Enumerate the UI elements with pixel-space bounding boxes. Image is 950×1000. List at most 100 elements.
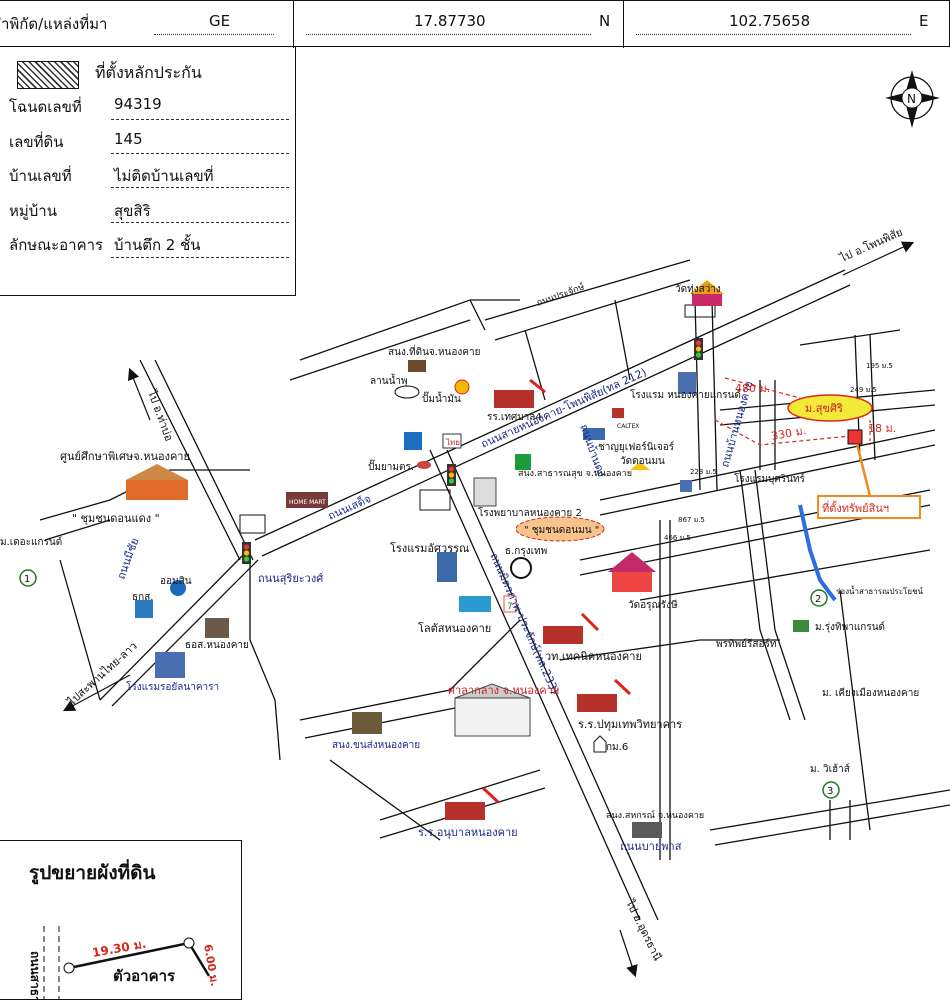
info-label-house-no: บ้านเลขที่ xyxy=(9,167,72,185)
coop-office-icon xyxy=(632,822,662,838)
hotel-busarin-icon xyxy=(680,480,692,492)
distance-line-480 xyxy=(724,377,801,399)
label-wat-arun: วัดอรุณรังษี xyxy=(628,599,678,611)
seven-eleven-icon xyxy=(503,595,517,613)
header-lon-cell: 102.75658 E xyxy=(624,1,950,48)
label-house-867: 867 ม.5 xyxy=(678,516,705,524)
coord-source: GE xyxy=(209,12,231,30)
info-value-building: บ้านตึก 2 ชั้น xyxy=(114,236,201,254)
label-ghb: ธอส.หนองคาย xyxy=(185,640,249,651)
transport-office-icon xyxy=(352,712,382,734)
baac-icon xyxy=(135,600,153,618)
label-police-gas: ปั๊มยามตร. xyxy=(368,459,414,473)
traffic-light-icon xyxy=(447,464,456,486)
lotus-icon xyxy=(459,596,491,612)
traffic-light-icon xyxy=(694,338,703,360)
collateral-legend-swatch xyxy=(17,61,79,89)
hospital-building-icon xyxy=(473,477,497,507)
gas-tank-icon xyxy=(417,461,431,469)
detail-road-label: ถนนสาธารณะ xyxy=(28,951,42,1000)
city-hall-icon xyxy=(454,683,531,737)
label-royal-nakara: โรงแรมรอยัลนาคารา xyxy=(126,680,219,693)
dashed-line xyxy=(111,257,289,258)
furniture-store-icon xyxy=(583,428,605,440)
label-hotel-aswan: โรงแรมอัศวรรณ xyxy=(390,541,469,555)
underline xyxy=(306,34,591,35)
dashed-line xyxy=(111,153,289,154)
label-technical-college: วท.เทคนิคหนองคาย xyxy=(545,650,642,663)
label-m-vi-house: ม. วิเฮ้าส์ xyxy=(810,763,850,775)
marker-3 xyxy=(822,781,840,799)
info-label-land-no: เลขที่ดิน xyxy=(9,133,64,151)
dashed-line xyxy=(111,222,289,223)
header-lat-cell: 17.87730 N xyxy=(294,1,624,48)
school-icon xyxy=(494,378,546,408)
marker-1-number: 1 xyxy=(24,574,30,585)
arrow-to-phon-phisai xyxy=(842,241,915,276)
label-house-195: 195 ม.5 xyxy=(866,362,893,370)
info-label-village: หมู่บ้าน xyxy=(9,202,57,220)
label-bangkok-bank: ธ.กรุงเทพ xyxy=(505,546,547,557)
label-subject-property: ที่ตั้งทรัพย์สินฯ xyxy=(822,500,889,515)
m-suksiri-badge xyxy=(787,394,873,422)
label-km6: กม.6 xyxy=(606,742,628,753)
label-transport-office: สนง.ขนส่งหนองคาย xyxy=(332,740,420,751)
shell-petrol-icon xyxy=(454,379,470,395)
label-distance-480: 480 ม. xyxy=(735,382,770,395)
subject-property-box xyxy=(817,495,921,519)
label-coop: สนง.สหกรณ์ จ.หนองคาย xyxy=(606,809,704,821)
label-meechai-road: ถนนมีชัย xyxy=(115,536,142,581)
label-chumchon-don-mon: " ชุมชนดอนมน " xyxy=(524,525,599,536)
header-source-cell: ำพิกัด/แหล่งที่มา GE xyxy=(0,1,294,48)
arrow-to-tha-bo xyxy=(127,367,151,421)
technical-college-icon xyxy=(543,612,600,644)
label-hospital2: โรงพยาบาลหนองคาย 2 xyxy=(478,506,582,519)
km6-marker-icon xyxy=(593,735,607,753)
temple-icon xyxy=(608,552,656,592)
label-m-khiang-mueang: ม. เคียงเมืองหนองคาย xyxy=(822,687,919,699)
marker-2 xyxy=(810,589,828,607)
special-edu-center-icon xyxy=(126,464,188,500)
fountain-icon xyxy=(394,385,420,399)
marker-2-number: 2 xyxy=(815,594,821,605)
label-wat-thung-sawang: วัดทุ่งสว่าง xyxy=(675,284,721,295)
info-value-land-no: 145 xyxy=(114,130,143,148)
dashed-line xyxy=(111,119,289,120)
label-suriyawong-road: ถนนสุริยะวงศ์ xyxy=(258,572,323,585)
label-sadet-road: ถนนเสด็จ xyxy=(326,491,374,522)
land-detail-box: รูปขยายผังที่ดิน ถนนสาธารณะ 19.30 ม. 6.0… xyxy=(0,840,242,1000)
label-thai-bank: ไทย xyxy=(445,438,460,447)
longitude-value: 102.75658 xyxy=(729,12,811,30)
label-to-tha-bo: ไป อ.ท่าบ่อ xyxy=(145,388,176,443)
label-mittraphap-road: ถนนมิตรภาพ-ประจักษ์(ทล.233) xyxy=(487,551,561,696)
police-gas-icon xyxy=(404,432,422,450)
info-value-house-no: ไม่ติดบ้านเลขที่ xyxy=(114,167,214,185)
compass-letter: N xyxy=(907,92,916,106)
subject-property-marker xyxy=(847,429,863,445)
arrow-to-udon xyxy=(619,929,638,978)
chumchon-don-mon-badge xyxy=(515,516,605,542)
longitude-dir: E xyxy=(919,12,929,30)
road-highway-212-a xyxy=(254,269,846,541)
label-m-suksiri: ม.สุขศิริ xyxy=(805,402,843,415)
home-mart-icon xyxy=(286,492,328,508)
label-wat-don-mon: วัดดอนมน xyxy=(620,456,665,467)
label-home-mart: HOME MART xyxy=(289,499,326,506)
hotel-aswan-icon xyxy=(437,552,457,582)
detail-title: รูปขยายผังที่ดิน xyxy=(29,859,155,885)
gsb-bank-icon xyxy=(170,580,186,596)
label-city-hall: ศาลากลาง จ.หนองคาย xyxy=(448,684,559,697)
label-land-office: สนง.ที่ดินจ.หนองคาย xyxy=(388,344,480,358)
label-bypass-road: ถนนบายพาส xyxy=(620,840,682,853)
marker-3-number: 3 xyxy=(827,786,833,797)
property-info-box: ที่ตั้งหลักประกัน โฉนดเลขที่ 94319 เลขที… xyxy=(0,46,296,296)
public-canal xyxy=(798,504,837,602)
road-network xyxy=(39,259,950,921)
info-value-village: สุขสิริ xyxy=(114,202,151,220)
detail-side-b: 6.00 ม. xyxy=(201,943,221,987)
label-hotel-nk-grand: โรงแรม หนองคายแกรนด์ xyxy=(630,388,741,401)
coord-label: ำพิกัด/แหล่งที่มา xyxy=(1,15,108,33)
label-baac: ธกส. xyxy=(132,592,153,603)
